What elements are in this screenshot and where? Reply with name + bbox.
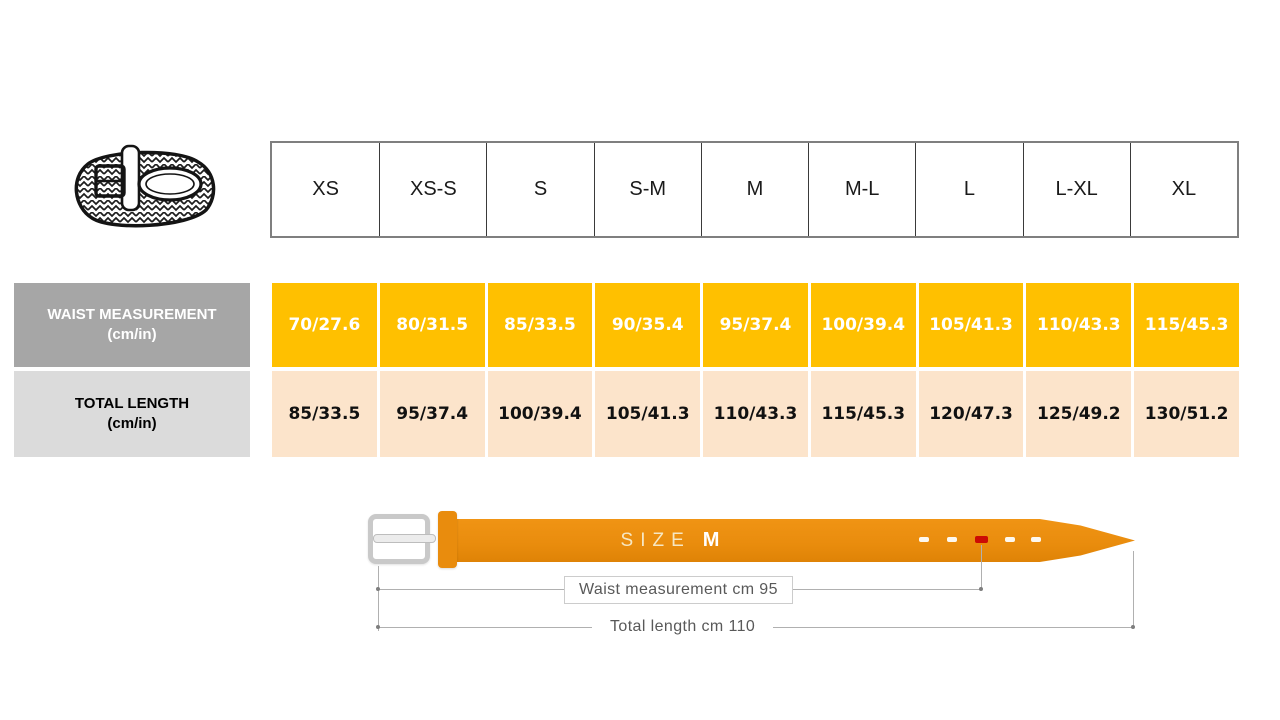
dimension-line-left-vertical	[378, 566, 379, 631]
size-header-cell: L-XL	[1022, 143, 1130, 236]
waist-value-cell: 80/31.5	[379, 283, 485, 367]
belt-hole	[919, 537, 929, 542]
size-header-cell: M-L	[808, 143, 915, 236]
belt-strap	[455, 519, 1135, 562]
dimension-dot	[979, 587, 983, 591]
size-letter: M	[702, 529, 720, 551]
belt-hole-selected	[975, 536, 988, 543]
total-length-header: TOTAL LENGTH (cm/in)	[14, 371, 250, 457]
row-labels: WAIST MEASUREMENT (cm/in) TOTAL LENGTH (…	[14, 283, 250, 457]
size-header-cell: M	[700, 143, 808, 236]
waist-value-cell: 85/33.5	[487, 283, 593, 367]
belt-buckle-prong	[373, 534, 436, 543]
waist-value-cell: 105/41.3	[918, 283, 1024, 367]
dimension-dot	[376, 587, 380, 591]
size-header-cell: L	[915, 143, 1022, 236]
size-header-cell: S	[486, 143, 593, 236]
belt-hole	[1031, 537, 1041, 542]
waist-measurement-unit: (cm/in)	[107, 326, 157, 343]
total-length-value-cell: 120/47.3	[918, 371, 1024, 457]
size-word: SIZE	[620, 529, 691, 551]
size-header-cell: XS-S	[379, 143, 486, 236]
size-header-row: XS XS-S S S-M M M-L L L-XL XL	[270, 141, 1239, 238]
dimension-dot	[1131, 625, 1135, 629]
dimension-line-right-vertical	[1133, 551, 1134, 627]
waist-value-cell: 115/45.3	[1134, 283, 1239, 367]
total-length-value-cell: 100/39.4	[487, 371, 593, 457]
total-length-value-cell: 110/43.3	[703, 371, 808, 457]
total-length-unit: (cm/in)	[107, 415, 157, 432]
belt-size-text: SIZE M	[560, 519, 780, 562]
waist-value-cell: 70/27.6	[272, 283, 377, 367]
belt-hole	[1005, 537, 1015, 542]
waist-value-cell: 100/39.4	[810, 283, 916, 367]
measurement-values-grid: 70/27.6 80/31.5 85/33.5 90/35.4 95/37.4 …	[272, 283, 1239, 457]
waist-measurement-label: WAIST MEASUREMENT	[47, 305, 217, 323]
waist-annotation-label: Waist measurement cm 95	[564, 576, 793, 604]
dimension-line-hole-vertical	[981, 545, 982, 589]
braided-belt-icon	[74, 144, 216, 228]
waist-measurement-header: WAIST MEASUREMENT (cm/in)	[14, 283, 250, 367]
total-length-value-cell: 115/45.3	[810, 371, 916, 457]
waist-value-cell: 90/35.4	[595, 283, 701, 367]
braided-belt-image	[56, 140, 226, 246]
total-length-label: TOTAL LENGTH	[74, 394, 190, 412]
total-length-value-cell: 130/51.2	[1134, 371, 1239, 457]
waist-value-cell: 95/37.4	[703, 283, 808, 367]
size-header-cell: XL	[1129, 143, 1237, 236]
belt-hole	[947, 537, 957, 542]
size-header-cell: XS	[312, 178, 339, 200]
total-length-value-cell: 85/33.5	[272, 371, 377, 457]
dimension-dot	[376, 625, 380, 629]
size-header-cell: S-M	[593, 143, 701, 236]
total-length-value-cell: 95/37.4	[379, 371, 485, 457]
total-annotation-label: Total length cm 110	[592, 616, 774, 638]
total-length-value-cell: 125/49.2	[1026, 371, 1132, 457]
waist-value-cell: 110/43.3	[1026, 283, 1132, 367]
total-length-value-cell: 105/41.3	[595, 371, 701, 457]
belt-keeper-loop	[438, 511, 457, 568]
